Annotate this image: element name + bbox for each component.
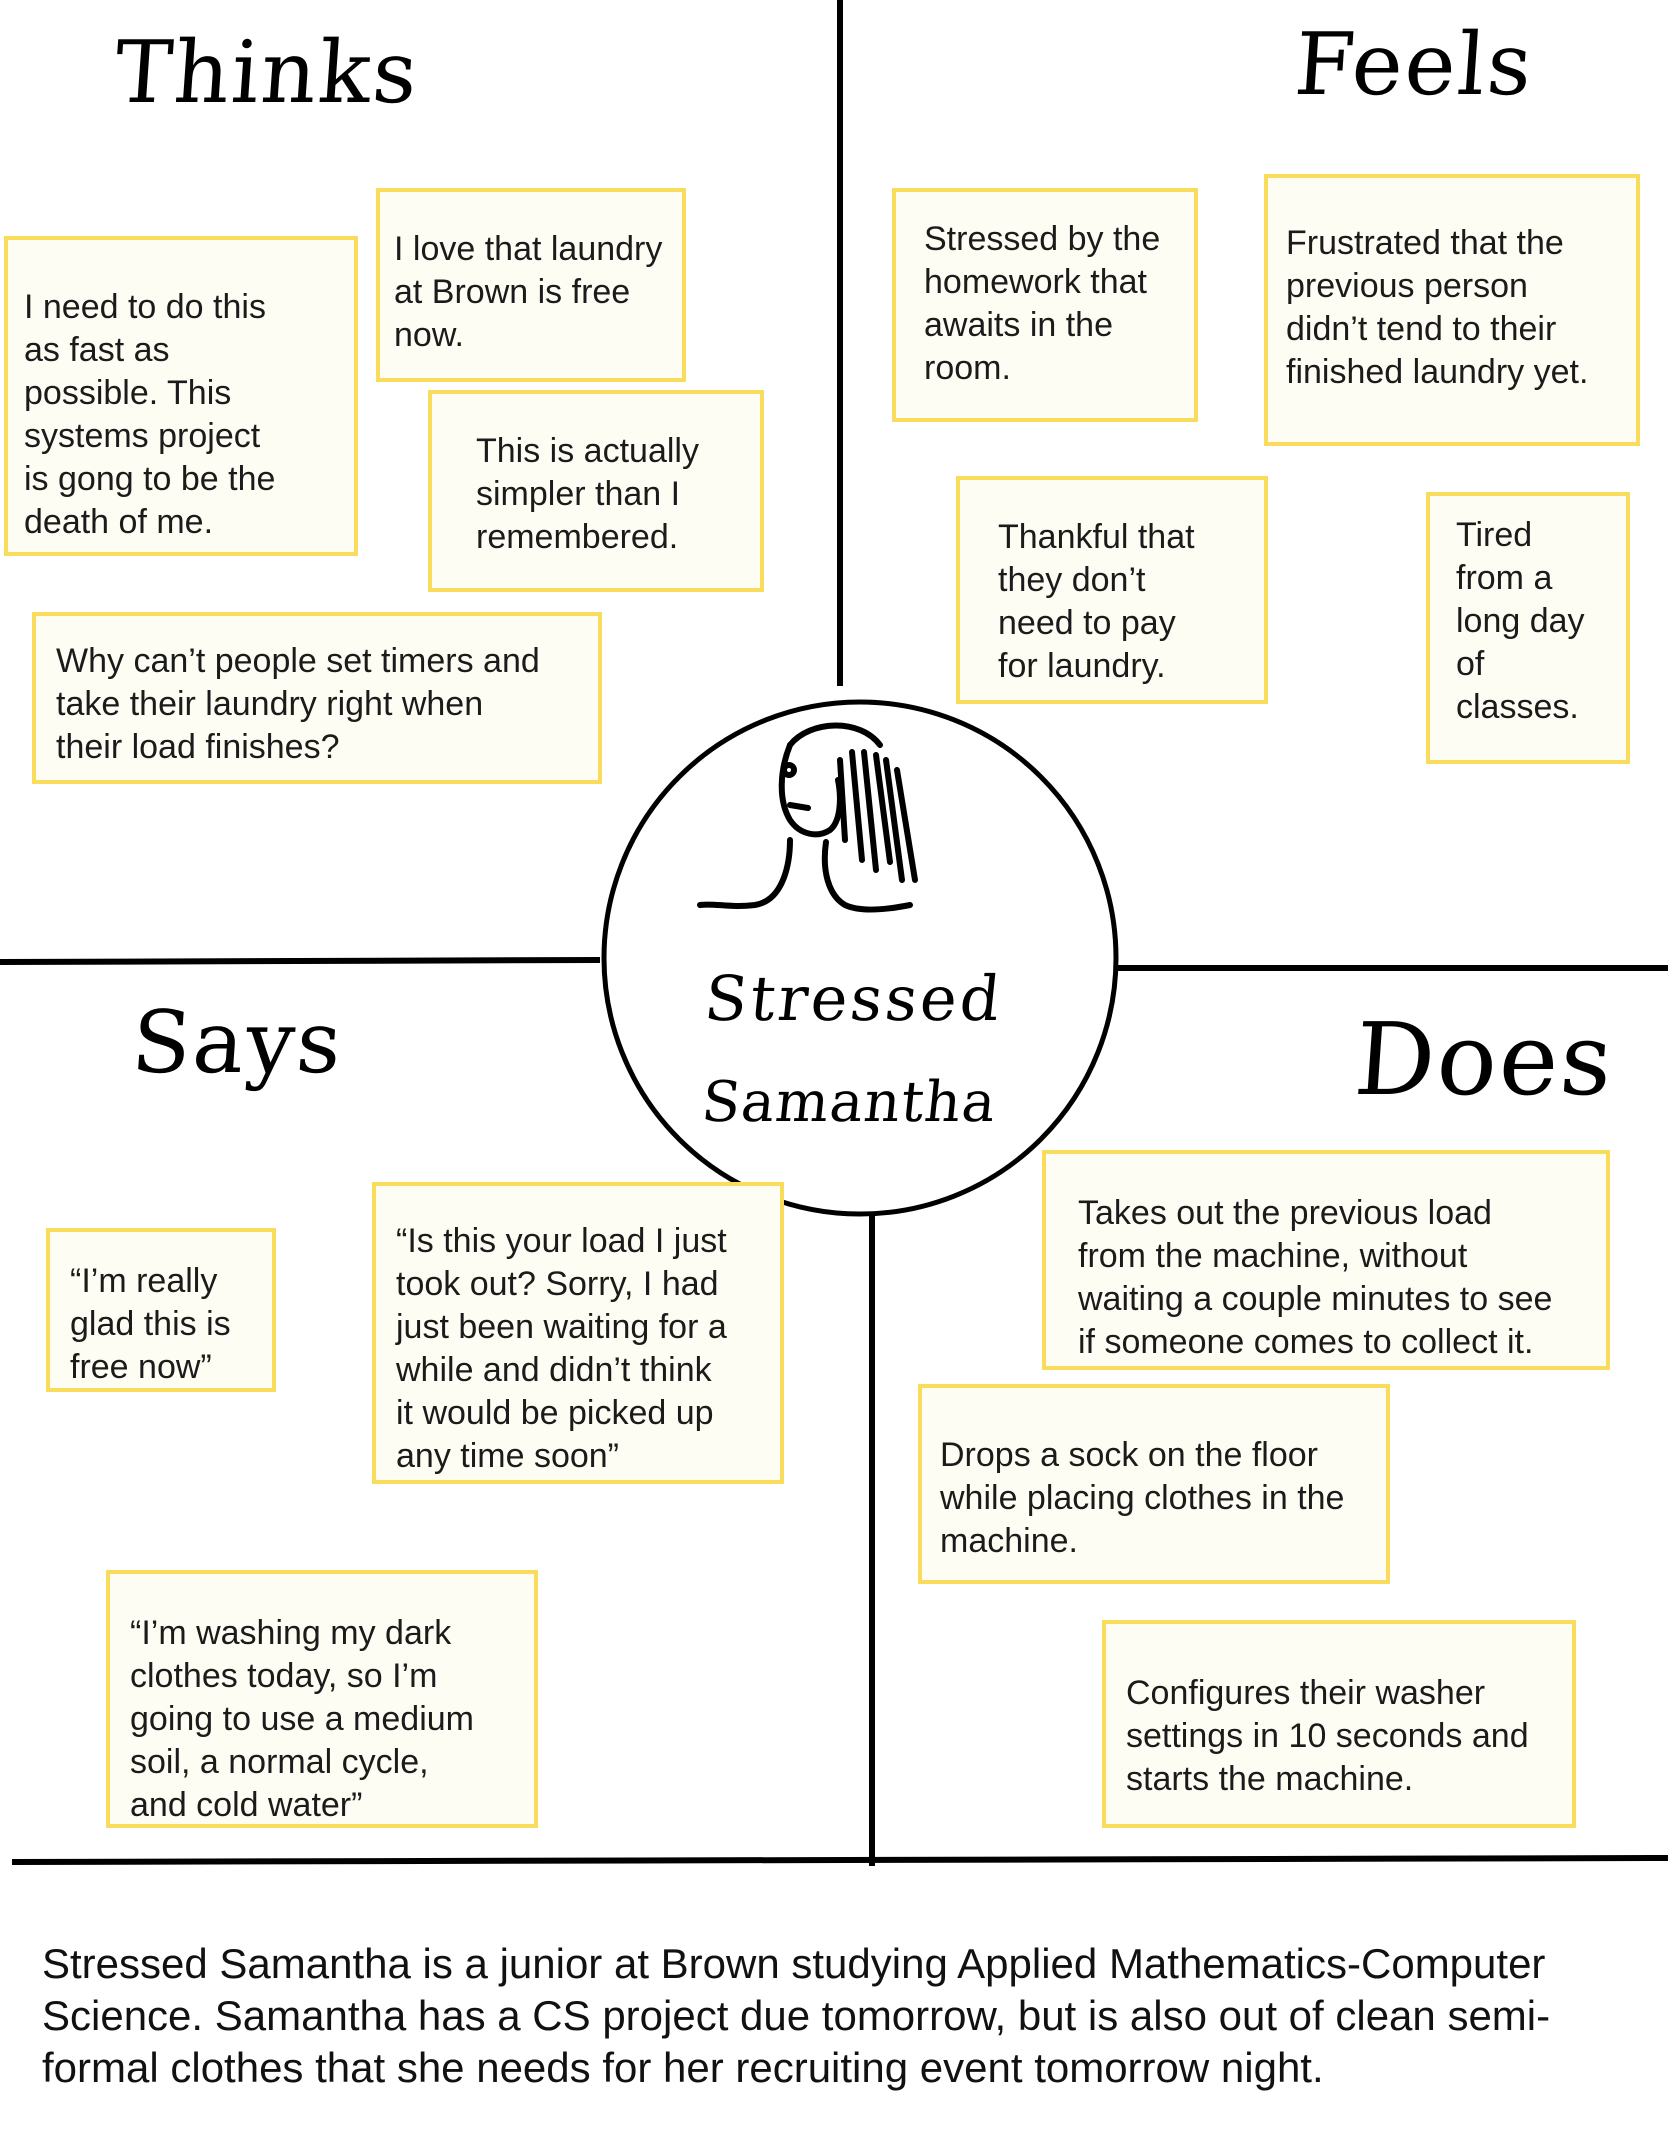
persona-name-line2: Samantha <box>698 1070 1000 1135</box>
feels-note: Stressed by the homework that awaits in … <box>892 188 1198 422</box>
says-note: “I’m washing my dark clothes today, so I… <box>106 1570 538 1828</box>
horizontal-axis-left <box>0 957 601 965</box>
thinks-note: I love that laundry at Brown is free now… <box>376 188 686 382</box>
feels-title: Feels <box>1291 15 1537 115</box>
persona-circle <box>601 699 1119 1217</box>
feels-note: Thankful that they don’t need to pay for… <box>956 476 1268 704</box>
thinks-note: I need to do this as fast as possible. T… <box>4 236 358 556</box>
says-title: Says <box>128 993 347 1093</box>
says-note: “I’m really glad this is free now” <box>46 1228 276 1392</box>
thinks-note: This is actually simpler than I remember… <box>428 390 764 592</box>
feels-note: Tired from a long day of classes. <box>1426 492 1630 764</box>
does-note: Takes out the previous load from the mac… <box>1042 1150 1610 1370</box>
does-title: Does <box>1350 1001 1619 1118</box>
bottom-baseline <box>11 1855 1668 1865</box>
does-note: Configures their washer settings in 10 s… <box>1102 1620 1576 1828</box>
persona-summary: Stressed Samantha is a junior at Brown s… <box>42 1940 1551 2091</box>
says-note: “Is this your load I just took out? Sorr… <box>372 1182 784 1484</box>
thinks-title: Thinks <box>111 23 423 123</box>
persona-name-line1: Stressed <box>701 962 1007 1035</box>
persona-sketch-icon <box>697 722 918 913</box>
does-note: Drops a sock on the floor while placing … <box>918 1384 1390 1584</box>
feels-note: Frustrated that the previous person didn… <box>1264 174 1640 446</box>
thinks-note: Why can’t people set timers and take the… <box>32 612 602 784</box>
